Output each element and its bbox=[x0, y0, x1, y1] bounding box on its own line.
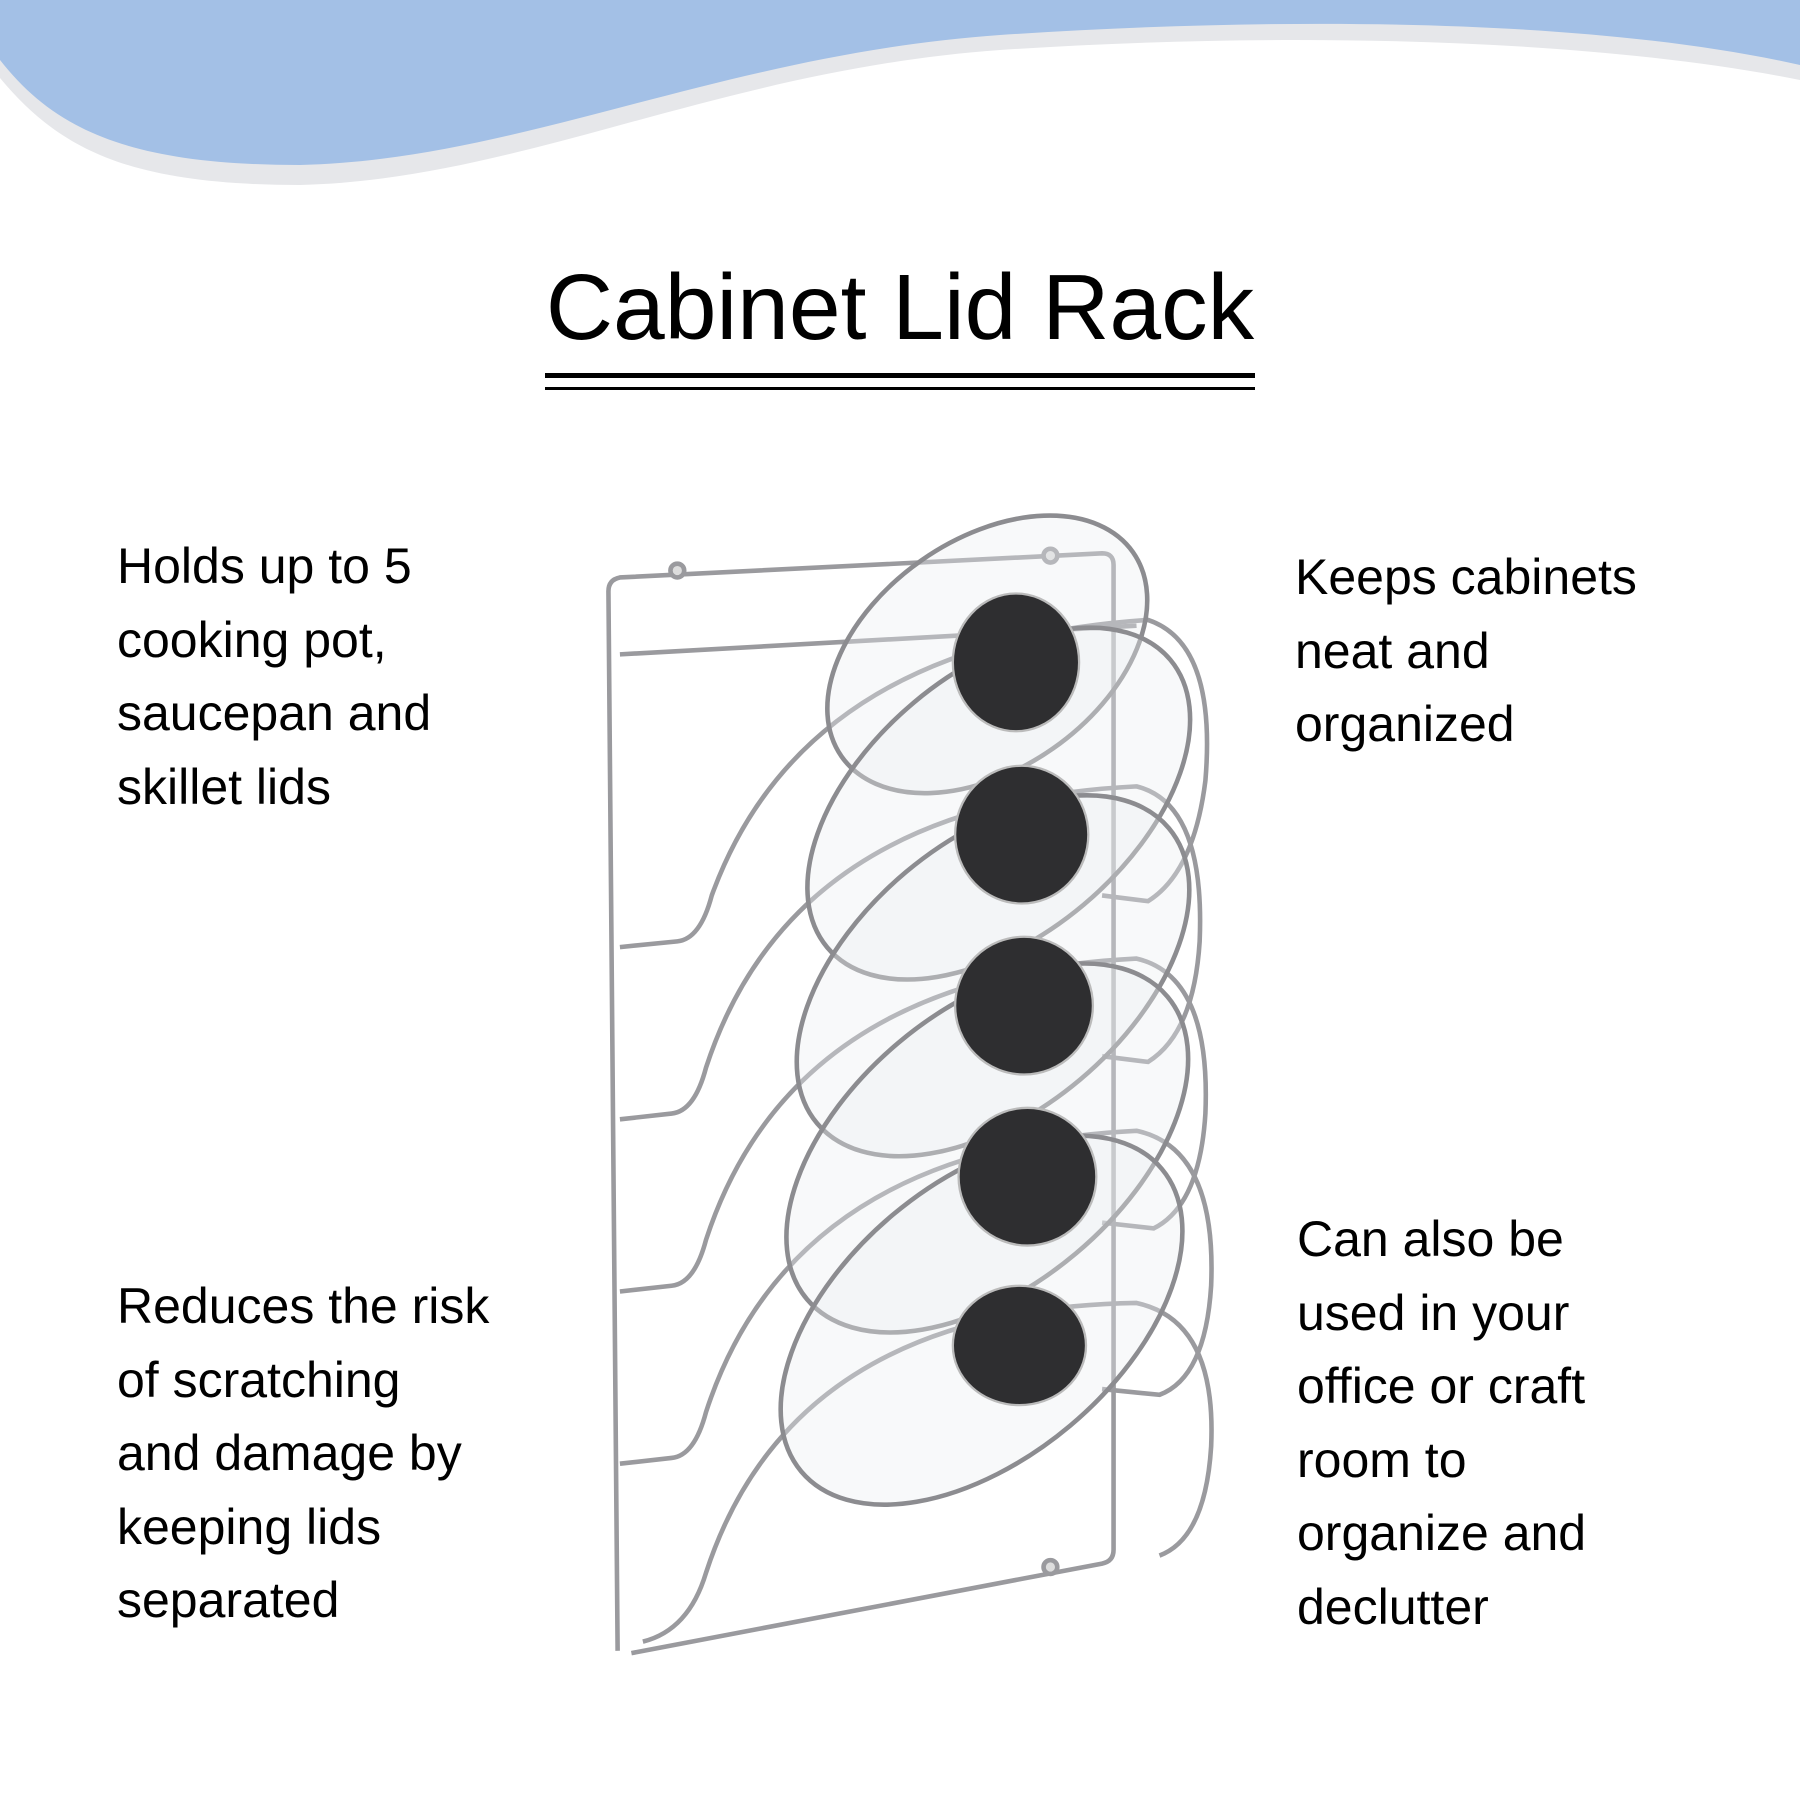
feature-top-left: Holds up to 5 cooking pot, saucepan and … bbox=[117, 530, 431, 824]
page-title: Cabinet Lid Rack bbox=[545, 255, 1255, 359]
knob-icon bbox=[951, 592, 1081, 733]
feature-bottom-right: Can also be used in your office or craft… bbox=[1297, 1203, 1586, 1644]
rack-frame bbox=[606, 551, 1116, 1656]
feature-line: organize and bbox=[1297, 1505, 1587, 1561]
feature-line: office or craft bbox=[1297, 1358, 1586, 1414]
feature-line: Holds up to 5 bbox=[117, 538, 412, 594]
feature-line: organized bbox=[1295, 696, 1515, 752]
feature-line: saucepan and bbox=[117, 685, 432, 741]
feature-line: Can also be bbox=[1297, 1211, 1564, 1267]
feature-line: separated bbox=[117, 1572, 340, 1628]
feature-line: and damage by bbox=[117, 1425, 462, 1481]
feature-line: declutter bbox=[1297, 1578, 1489, 1635]
knob-icon bbox=[957, 1106, 1098, 1247]
feature-line: of scratching bbox=[117, 1351, 401, 1408]
knob-icon bbox=[953, 935, 1095, 1076]
feature-bottom-left: Reduces the risk of scratching and damag… bbox=[117, 1270, 489, 1638]
knob-icon bbox=[951, 1284, 1088, 1407]
feature-line: cooking pot, bbox=[117, 611, 387, 668]
title-underline-thick bbox=[545, 373, 1255, 378]
lid-rack-illustration bbox=[606, 513, 1214, 1656]
knob-icon bbox=[953, 764, 1090, 905]
feature-line: Keeps cabinets bbox=[1295, 549, 1637, 605]
feature-top-right: Keeps cabinets neat and organized bbox=[1295, 541, 1637, 762]
feature-line: Reduces the risk bbox=[117, 1278, 490, 1334]
feature-line: neat and bbox=[1295, 622, 1490, 679]
feature-line: skillet lids bbox=[117, 758, 331, 815]
screw-icon bbox=[1041, 546, 1060, 565]
feature-line: used in your bbox=[1297, 1284, 1570, 1341]
feature-line: room to bbox=[1297, 1431, 1467, 1488]
screw-icon bbox=[668, 561, 687, 580]
title-underline-thin bbox=[545, 387, 1255, 390]
screw-icon bbox=[1041, 1557, 1060, 1577]
wave bbox=[0, 0, 1800, 165]
feature-line: keeping lids bbox=[117, 1498, 382, 1555]
